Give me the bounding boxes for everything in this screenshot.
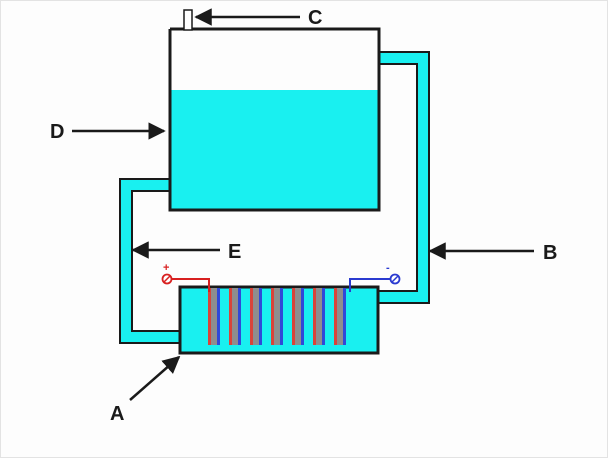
electrode-plates (208, 288, 346, 345)
vent-tube (183, 9, 193, 31)
plate-strip (208, 288, 211, 345)
negative-wire (349, 278, 393, 292)
plate-strip (259, 288, 262, 345)
tank-outline (168, 27, 381, 212)
label-d: D (50, 121, 64, 143)
plate-strip (271, 288, 274, 345)
positive-terminal (161, 273, 173, 285)
plate-strip (274, 288, 280, 345)
plate-strip (322, 288, 325, 345)
plate-strip (211, 288, 217, 345)
plate-strip (217, 288, 220, 345)
plate-strip (238, 288, 241, 345)
electrode-plate (292, 288, 304, 345)
electrolyser-outline (178, 285, 380, 355)
right-pipe (378, 51, 430, 304)
tank-water (170, 90, 379, 210)
plate-strip (232, 288, 238, 345)
plate-strip (301, 288, 304, 345)
plate-strip (295, 288, 301, 345)
plate-strip (313, 288, 316, 345)
plate-strip (292, 288, 295, 345)
negative-terminal (389, 273, 401, 285)
label-b: B (543, 242, 557, 264)
label-e: E (228, 241, 241, 263)
right-pipe-water (378, 53, 428, 302)
plate-strip (343, 288, 346, 345)
positive-wire (171, 278, 210, 292)
plate-strip (280, 288, 283, 345)
arrow-a (129, 355, 181, 401)
electrode-plate (313, 288, 325, 345)
label-c: C (308, 7, 322, 29)
left-pipe-water (121, 180, 181, 342)
negative-sign: - (386, 262, 390, 274)
electrode-plate (208, 288, 220, 345)
electrode-plate (334, 288, 346, 345)
plate-strip (334, 288, 337, 345)
electrode-plate (271, 288, 283, 345)
plate-strip (316, 288, 322, 345)
plate-strip (229, 288, 232, 345)
positive-sign: + (163, 262, 169, 274)
electrode-plate (250, 288, 262, 345)
electrode-plate (229, 288, 241, 345)
plate-strip (250, 288, 253, 345)
plate-strip (337, 288, 343, 345)
plate-strip (253, 288, 259, 345)
label-a: A (110, 403, 124, 425)
